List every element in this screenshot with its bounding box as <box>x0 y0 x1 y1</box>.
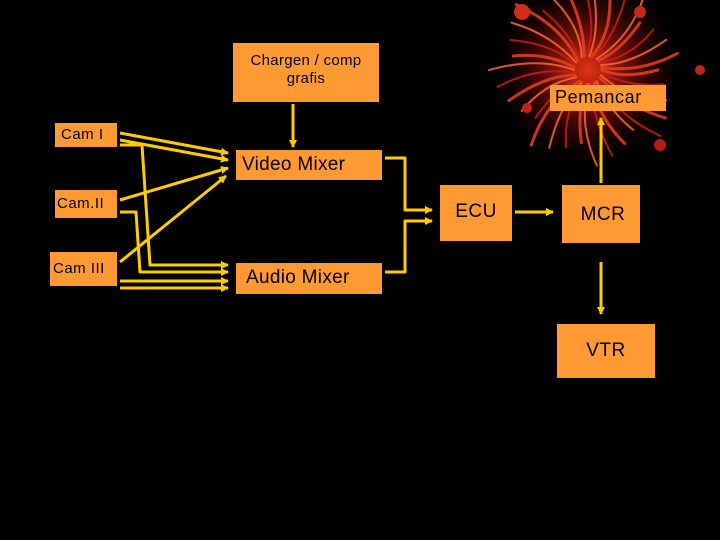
ecu-label: ECU <box>455 201 497 222</box>
firework-ray <box>598 28 655 64</box>
firework-ray <box>496 70 576 88</box>
firework-ray <box>600 51 679 71</box>
firework-ray <box>600 68 660 77</box>
arrow-cam1-to-audio-mixer <box>120 143 229 269</box>
firework-ray <box>595 0 644 60</box>
arrow-video-mixer-to-ecu <box>385 156 433 214</box>
firework-ray <box>542 9 581 60</box>
firework-ray <box>569 0 586 59</box>
pemancar-box: Pemancar <box>550 85 666 111</box>
firework-ray <box>509 39 576 66</box>
firework-ray <box>585 0 593 58</box>
cam-1-label: Cam I <box>61 126 104 143</box>
cam-2-label: Cam.II <box>57 195 105 212</box>
vtr-box: VTR <box>557 324 655 378</box>
cam-1-box: Cam I <box>55 123 117 147</box>
cam-2-box: Cam.II <box>55 190 117 218</box>
arrow-cam1-to-video-mixer-a <box>119 131 229 156</box>
firework-ray <box>552 0 583 59</box>
firework-ray <box>588 0 597 58</box>
chargen-label: Chargen / comp grafis <box>250 52 362 87</box>
firework-ray <box>600 38 668 66</box>
firework-ray <box>511 53 576 69</box>
mcr-box: MCR <box>562 185 640 243</box>
mcr-label: MCR <box>580 204 626 225</box>
arrow-cam2-to-audio-mixer <box>120 210 229 276</box>
firework-ray <box>600 71 665 86</box>
cam-3-box: Cam III <box>50 252 117 286</box>
video-mixer-box: Video Mixer <box>236 150 382 180</box>
firework-ray <box>488 62 575 71</box>
arrow-cam2-to-video-mixer <box>119 166 229 202</box>
arrow-cam1-to-video-mixer-b <box>119 138 229 163</box>
firework-ray <box>596 21 642 63</box>
ecu-box: ECU <box>440 185 512 241</box>
vtr-label: VTR <box>586 340 626 361</box>
audio-mixer-label: Audio Mixer <box>246 267 350 289</box>
firework-ray <box>590 0 612 59</box>
audio-mixer-box: Audio Mixer <box>236 263 382 294</box>
chargen-comp-grafis-box: Chargen / comp grafis <box>233 43 379 102</box>
firework-ray <box>510 21 578 64</box>
arrow-audio-mixer-to-ecu <box>385 217 433 274</box>
firework-ray <box>593 0 626 59</box>
cam-3-label: Cam III <box>53 260 105 277</box>
video-mixer-label: Video Mixer <box>242 153 346 175</box>
pemancar-label: Pemancar <box>555 87 642 108</box>
firework-ray <box>507 73 577 103</box>
